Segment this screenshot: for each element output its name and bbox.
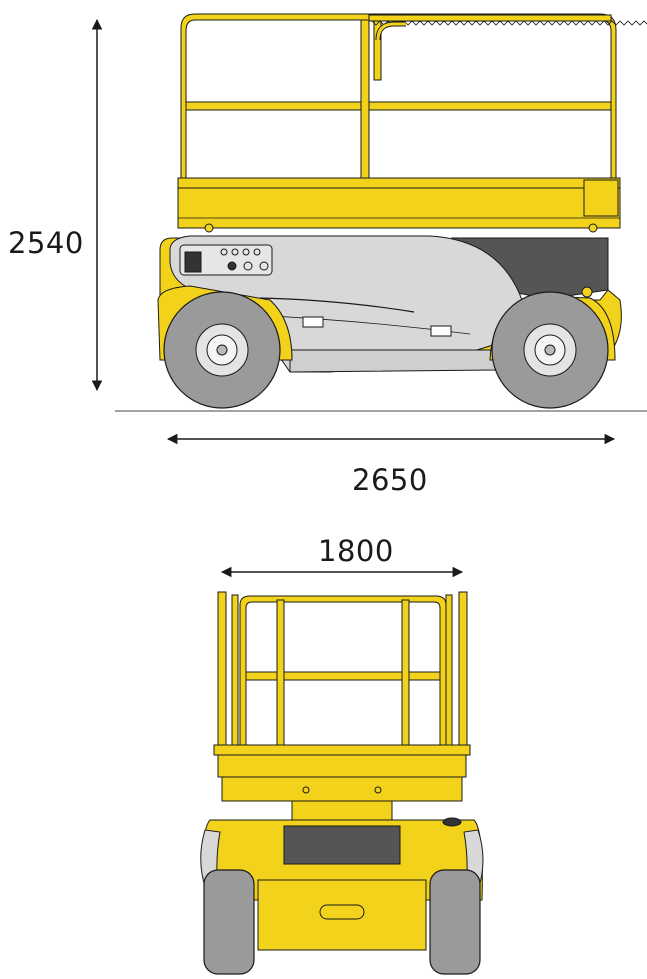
side-rear-wheel <box>491 291 609 409</box>
side-rail-teeth <box>371 20 647 26</box>
side-platform-deck <box>177 177 621 233</box>
width-dimension-label: 1800 <box>318 534 394 568</box>
side-guard-rail <box>180 13 617 183</box>
side-front-wheel <box>163 291 281 409</box>
front-platform <box>213 744 471 802</box>
height-dimension-label: 2540 <box>8 226 84 260</box>
front-chassis <box>200 817 484 951</box>
side-view <box>91 13 647 445</box>
length-dimension-label: 2650 <box>352 463 428 497</box>
front-view <box>200 566 484 975</box>
front-left-wheel <box>203 869 255 975</box>
front-right-wheel <box>429 869 481 975</box>
front-guard-rail <box>217 591 468 753</box>
